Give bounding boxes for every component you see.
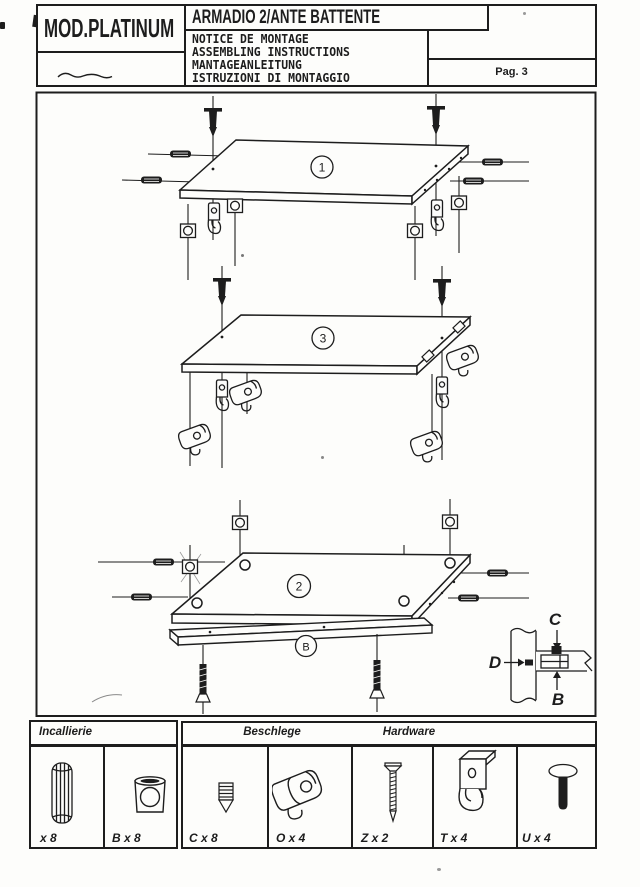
legend-item-qty: Z x 2	[361, 831, 389, 845]
legend-group-right	[181, 745, 597, 849]
step-number: 1	[319, 161, 326, 175]
scan-speckle	[321, 456, 324, 459]
diagram-step-2: B 2	[98, 499, 529, 714]
subtitle-line-en: ASSEMBLING INSTRUCTIONS	[192, 45, 350, 60]
strip-label: B	[302, 642, 309, 654]
step-number: 2	[296, 580, 303, 594]
legend-item-qty: T x 4	[440, 831, 468, 845]
bolt-icon	[204, 106, 445, 137]
scan-squiggle	[57, 72, 113, 79]
legend-divider	[516, 745, 518, 849]
page-title: ARMADIO 2/ANTE BATTENTE	[192, 7, 381, 28]
legend-divider	[103, 745, 105, 849]
scan-mark	[0, 22, 5, 29]
legend-item-qty: C x 8	[189, 831, 218, 845]
legend-divider	[267, 745, 269, 849]
step-number-circle	[294, 634, 318, 658]
legend-item-qty: U x 4	[522, 831, 551, 845]
detail-label-c: C	[549, 610, 562, 629]
subtitle-line-de: MANTAGEANLEITUNG	[192, 58, 302, 73]
step-number-circle	[311, 326, 335, 350]
scan-arc	[91, 694, 123, 703]
step-number-circle	[310, 155, 334, 179]
legend-header-english: Hardware	[382, 726, 436, 738]
subtitle-line-fr: NOTICE DE MONTAGE	[192, 32, 309, 46]
legend-item-qty: x 8	[40, 831, 57, 845]
header-divider-model	[36, 51, 186, 53]
legend-divider	[351, 745, 353, 849]
detail-label-d: D	[489, 653, 501, 672]
step-number-circle	[286, 573, 312, 599]
subtitle-lines: NOTICE DE MONTAGE ASSEMBLING INSTRUCTION…	[192, 32, 350, 86]
hook-icon	[215, 376, 450, 412]
scan-speckle	[241, 254, 244, 257]
panel-2	[169, 552, 472, 627]
cam-lock-large-icon	[134, 776, 166, 813]
dowel-icon	[141, 150, 503, 185]
cam-lock-icon	[179, 195, 468, 239]
detail-arrows	[504, 630, 561, 690]
header-divider-v1	[184, 4, 186, 87]
corner-bracket-icon	[272, 769, 323, 820]
scan-speckle	[523, 12, 526, 15]
dowel-icon	[131, 558, 508, 602]
header-divider-right	[427, 58, 596, 60]
model-label: MOD.PLATINUM	[44, 13, 175, 43]
threaded-insert-icon	[217, 782, 235, 814]
hook-icon	[207, 199, 445, 235]
page-number: Pag. 3	[495, 66, 528, 78]
legend-item-qty: B x 8	[112, 831, 141, 845]
screw-icon	[195, 634, 385, 714]
diagram-step-1: 1	[121, 94, 529, 280]
wood-dowel-icon	[51, 762, 73, 824]
header-divider-title	[184, 29, 489, 31]
diagram-step-3: 3	[177, 266, 479, 468]
bolt-large-icon	[548, 763, 578, 810]
step-number: 3	[320, 332, 327, 346]
header-table	[36, 4, 597, 87]
scan-speckle	[437, 868, 441, 871]
hanger-hook-icon	[458, 749, 497, 812]
bolt-icon	[213, 278, 451, 307]
drawing-border	[35, 91, 597, 717]
legend-item-qty: O x 4	[276, 831, 306, 845]
screw-large-icon	[383, 762, 403, 824]
detail-label-b: B	[552, 690, 564, 709]
legend-divider	[432, 745, 434, 849]
legend-header-german: Beschlege	[243, 726, 301, 738]
subtitle-line-it: ISTRUZIONI DI MONTAGGIO	[192, 71, 350, 86]
detail-inset: C D B	[489, 610, 593, 709]
bracket-icon	[177, 344, 479, 463]
legend-header-french: Incallierie	[39, 726, 93, 738]
header-divider-v2	[487, 4, 489, 31]
